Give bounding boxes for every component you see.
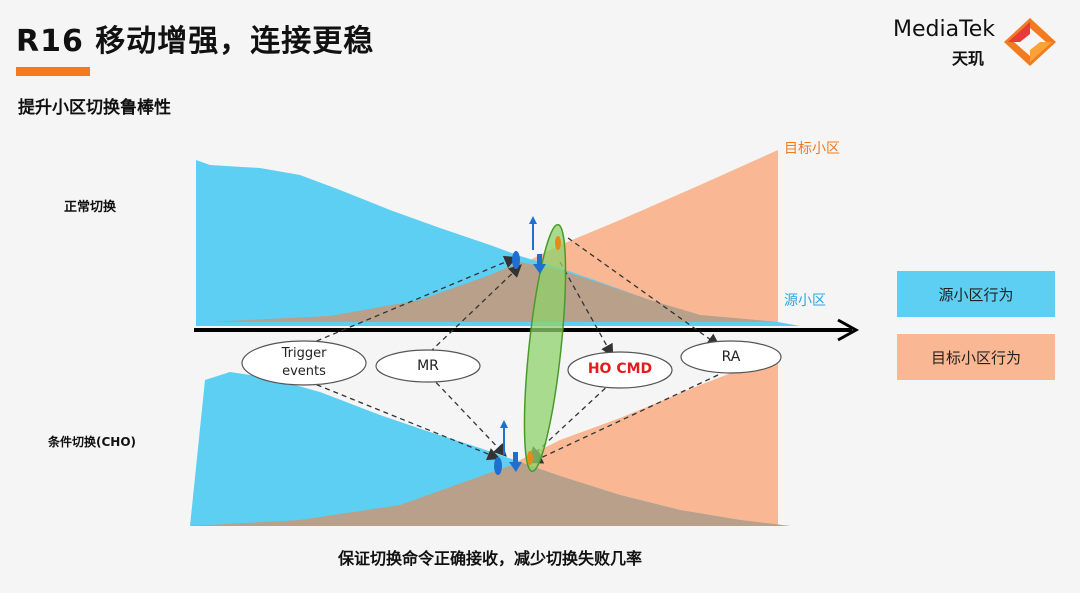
normal-handover-label: 正常切换 [64,200,117,215]
ho-cmd-label: HO CMD [587,361,653,377]
ho-cmd-bubble [567,351,673,389]
cho-label: 条件切换(CHO) [48,435,137,449]
brand-name-cn: 天玑 [952,49,985,68]
target-marker-top [555,236,561,250]
down-arrow-cho [509,462,522,472]
source-cell-area [196,160,800,326]
cho-panel [190,355,790,526]
brand-name: MediaTek [893,17,996,42]
source-cell-area-cho [190,372,790,526]
mr-label: MR [417,358,439,374]
mediatek-logo-icon [1004,18,1056,66]
page-title: R16 移动增强，连接更稳 [16,24,375,59]
trigger-events-label: Trigger events [281,346,327,379]
page-subtitle: 提升小区切换鲁棒性 [18,98,171,118]
time-axis-arrowhead [837,318,860,342]
overlap-area-cho [190,462,790,526]
down-arrow-top [533,264,546,274]
event-connectors [299,237,721,464]
source-marker-top [512,251,520,269]
legend-target-behavior: 目标小区行为 [897,334,1055,380]
ra-bubble [680,340,782,374]
source-cell-label: 源小区 [784,293,826,309]
footer-caption: 保证切换命令正确接收，减少切换失败几率 [337,549,642,568]
target-cell-area-cho [190,355,778,526]
legend-source-behavior: 源小区行为 [897,271,1055,317]
target-cell-label: 目标小区 [784,141,840,157]
mr-bubble [375,349,481,383]
title-accent-bar [16,67,90,76]
normal-handover-panel [196,150,800,326]
highlight-ellipse [523,223,567,473]
ra-label: RA [721,349,741,365]
overlap-area [210,262,778,322]
source-marker-cho [494,457,502,475]
trigger-events-bubble [241,340,367,386]
target-marker-cho [527,451,533,465]
target-cell-area [210,150,778,322]
